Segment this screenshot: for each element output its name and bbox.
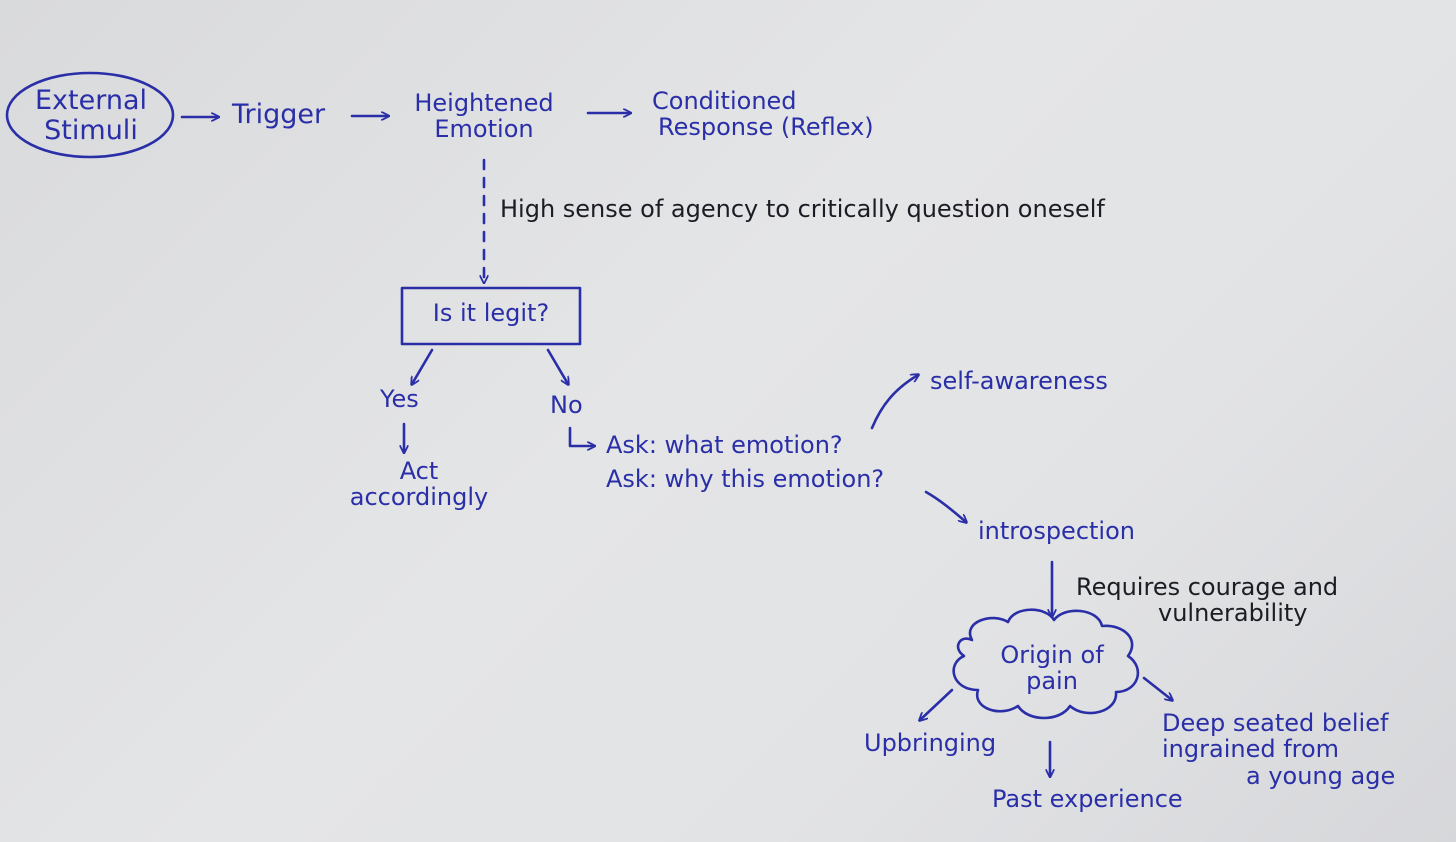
act-accordingly-line1: Act [399,457,439,485]
arrow-ask-to-self-awareness [870,375,918,430]
act-accordingly-line2: accordingly [349,483,489,512]
external-stimuli-line1: External [34,85,148,116]
courage-note: Requires courage and vulnerability [1076,574,1338,627]
arrow-ask-to-introspection [924,490,966,522]
deep-belief-line3: a young age [1246,761,1396,790]
node-introspection: introspection [978,517,1135,545]
heightened-emotion-line1: Heightened [414,89,554,117]
external-stimuli-line2: Stimuli [44,114,138,146]
node-conditioned-response: Conditioned Response (Reflex) [652,88,874,141]
heightened-emotion-line2: Emotion [434,115,534,144]
external-stimuli-ellipse [5,71,175,159]
node-self-awareness: self-awareness [930,367,1108,395]
node-ask-why-emotion: Ask: why this emotion? [606,465,885,493]
node-trigger: Trigger [232,99,326,130]
arrow-no-to-ask [568,426,594,446]
arrow-legit-to-yes [412,348,434,384]
node-heightened-emotion: Heightened Emotion [398,90,570,143]
node-upbringing: Upbringing [864,729,997,757]
agency-note: High sense of agency to critically quest… [500,195,1105,223]
arrow-origin-to-upbringing [920,688,954,720]
origin-of-pain-line2: pain [1026,667,1078,696]
node-origin-of-pain: Origin of pain [966,642,1138,695]
courage-note-line2: vulnerability [1158,599,1308,628]
node-ask-what-emotion: Ask: what emotion? [606,431,843,459]
node-external-stimuli: External Stimuli [14,86,168,145]
arrow-origin-to-belief [1142,676,1172,700]
deep-belief-line2: ingrained from [1162,735,1340,764]
conditioned-response-line1: Conditioned [652,87,797,115]
node-is-it-legit: Is it legit? [432,299,550,327]
courage-note-line1: Requires courage and [1076,573,1339,601]
origin-of-pain-cloud [952,608,1140,720]
arrow-legit-to-no [546,348,568,384]
origin-of-pain-line1: Origin of [1000,641,1104,669]
is-it-legit-box [400,286,582,346]
node-no: No [550,391,583,419]
node-act-accordingly: Act accordingly [340,458,498,511]
node-deep-seated-belief: Deep seated belief ingrained from a youn… [1162,709,1396,790]
conditioned-response-line2: Response (Reflex) [658,113,874,142]
node-yes: Yes [380,385,419,413]
deep-belief-line1: Deep seated belief [1162,709,1389,737]
node-past-experience: Past experience [992,785,1183,813]
